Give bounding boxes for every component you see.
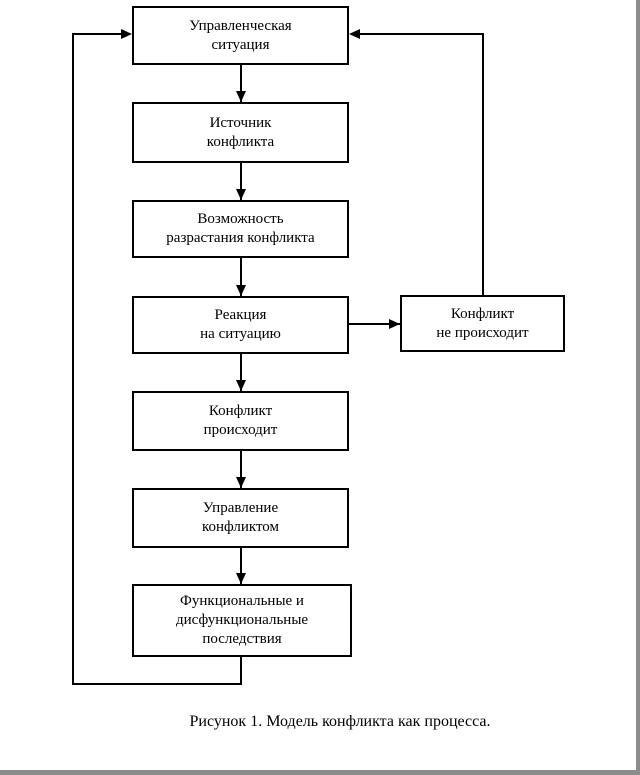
feedback-right-horizontal-line — [352, 33, 484, 35]
connector-line-management-to-consequences — [240, 548, 242, 584]
arrowhead-down-icon — [236, 380, 246, 391]
node-label: Управление конфликтом — [201, 500, 280, 535]
arrowhead-down-icon — [236, 477, 246, 488]
figure-caption: Рисунок 1. Модель конфликта как процесса… — [189, 713, 491, 730]
feedback-left-vertical-line — [72, 33, 74, 685]
connector-line-situation-to-source — [240, 65, 242, 102]
node-conflict-does-not-occur: Конфликт не происходит — [400, 295, 565, 352]
node-functional-dysfunctional-consequences: Функциональные и дисфункциональные после… — [132, 584, 352, 657]
arrowhead-down-icon — [236, 189, 246, 200]
arrowhead-right-icon — [389, 319, 400, 329]
feedback-right-vertical-line — [482, 33, 484, 295]
connector-line-source-to-escalation — [240, 163, 242, 200]
node-label: Конфликт не происходит — [436, 305, 529, 341]
node-label: Возможность разрастания конфликта — [166, 211, 315, 246]
arrowhead-left-icon — [349, 29, 360, 39]
arrowhead-down-icon — [236, 285, 246, 296]
feedback-left-bottom-line — [72, 683, 242, 685]
feedback-left-drop-line — [240, 657, 242, 685]
node-label: Реакция на ситуацию — [200, 307, 281, 342]
node-label: Конфликт происходит — [203, 403, 278, 438]
feedback-left-top-line — [72, 33, 124, 35]
node-label: Источник конфликта — [206, 114, 275, 150]
node-conflict-escalation-possibility: Возможность разрастания конфликта — [132, 200, 349, 258]
arrowhead-down-icon — [236, 573, 246, 584]
connector-line-occurs-to-management — [240, 451, 242, 488]
node-management-situation: Управленческая ситуация — [132, 6, 349, 65]
node-reaction-to-situation: Реакция на ситуацию — [132, 296, 349, 354]
node-label: Управленческая ситуация — [189, 17, 292, 53]
connector-line-reaction-to-occurs — [240, 354, 242, 391]
node-conflict-occurs: Конфликт происходит — [132, 391, 349, 451]
arrowhead-right-icon — [121, 29, 132, 39]
connector-line-escalation-to-reaction — [240, 258, 242, 296]
node-label: Функциональные и дисфункциональные после… — [175, 593, 309, 647]
connector-line-reaction-to-no-conflict — [349, 323, 400, 325]
page-edge-bottom — [0, 770, 640, 775]
arrowhead-down-icon — [236, 91, 246, 102]
node-conflict-management: Управление конфликтом — [132, 488, 349, 548]
page-edge-right — [636, 0, 640, 775]
node-conflict-source: Источник конфликта — [132, 102, 349, 163]
